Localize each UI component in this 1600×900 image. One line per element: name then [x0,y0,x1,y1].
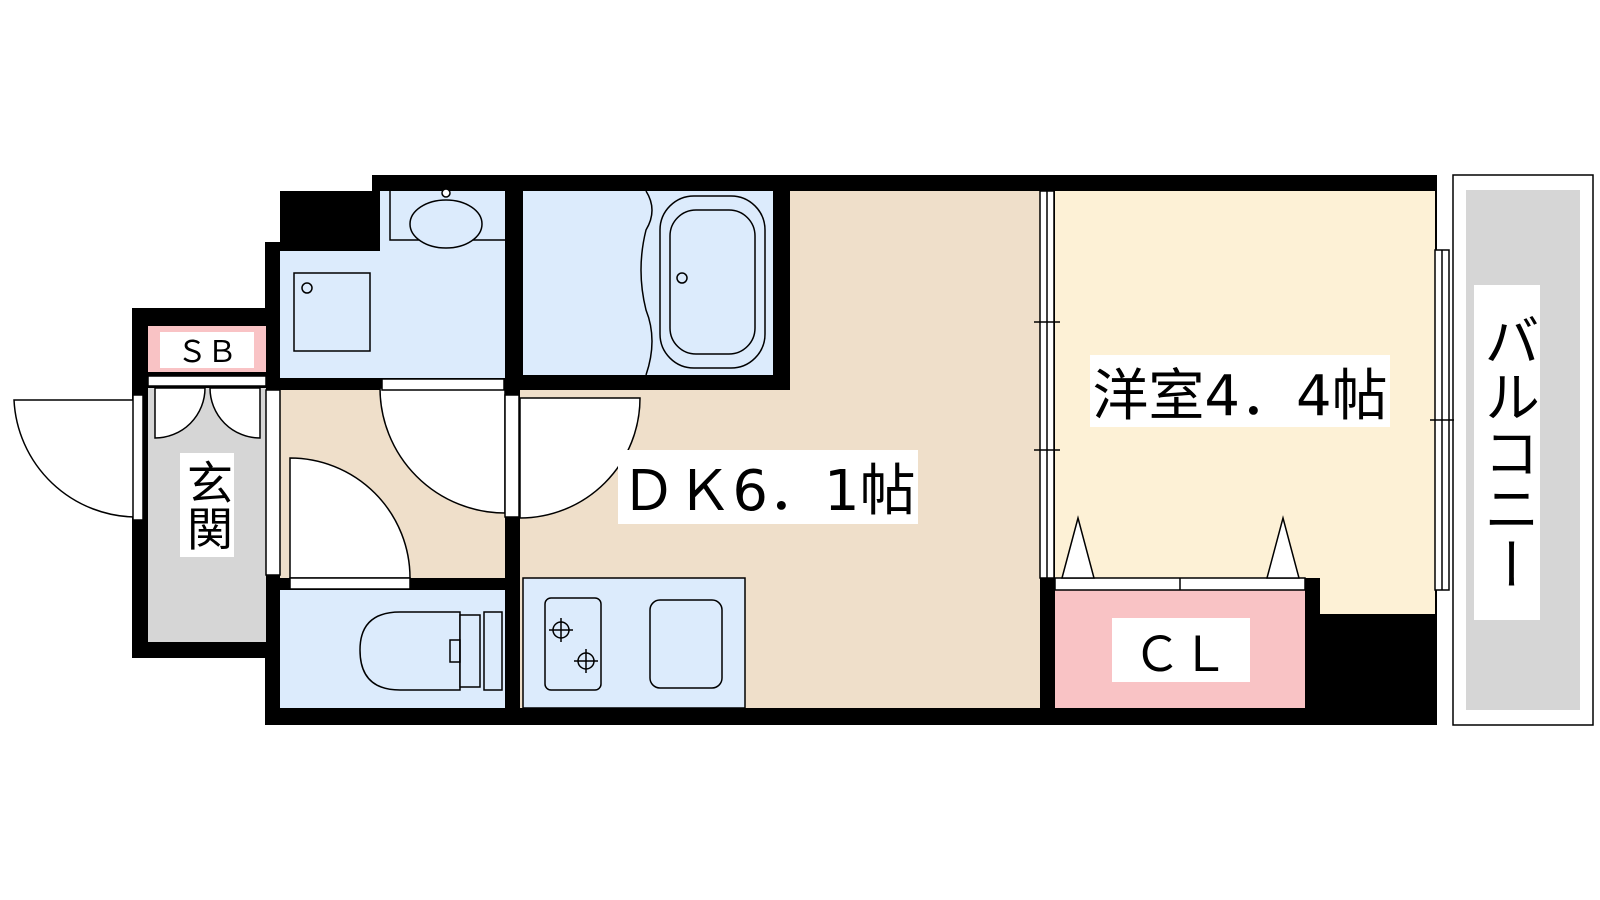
entrance-label: 玄関 [180,459,234,551]
stove-icon [544,597,602,691]
openings [132,375,520,590]
front-door-icon [13,399,138,518]
bathroom-floor [523,191,773,375]
sliding-partition [1034,190,1060,579]
washroom-door-icon [379,387,506,514]
kitchen-sink-icon [649,599,723,689]
toilet-icon [359,611,503,691]
dk-label: ＤＫ6．1帖 [620,459,915,524]
sink-icon [389,188,505,249]
balcony-label: バルコニー [1475,312,1540,592]
bathtub-icon [640,190,766,376]
closet-doors [1054,515,1306,591]
closet-label: ＣＬ [1133,627,1229,683]
dk-door-icon [519,397,641,519]
shoe-box-label: ＳＢ [177,335,237,370]
doors [13,387,641,579]
toilet-door-icon [289,457,411,579]
room-labels: 洋室4．4帖 ＤＫ6．1帖 ＣＬ ＳＢ 玄関 バルコニー [160,285,1540,683]
western-room-label: 洋室4．4帖 [1092,364,1387,429]
washing-machine-pan-icon [293,272,371,352]
balcony-window [1430,249,1454,591]
